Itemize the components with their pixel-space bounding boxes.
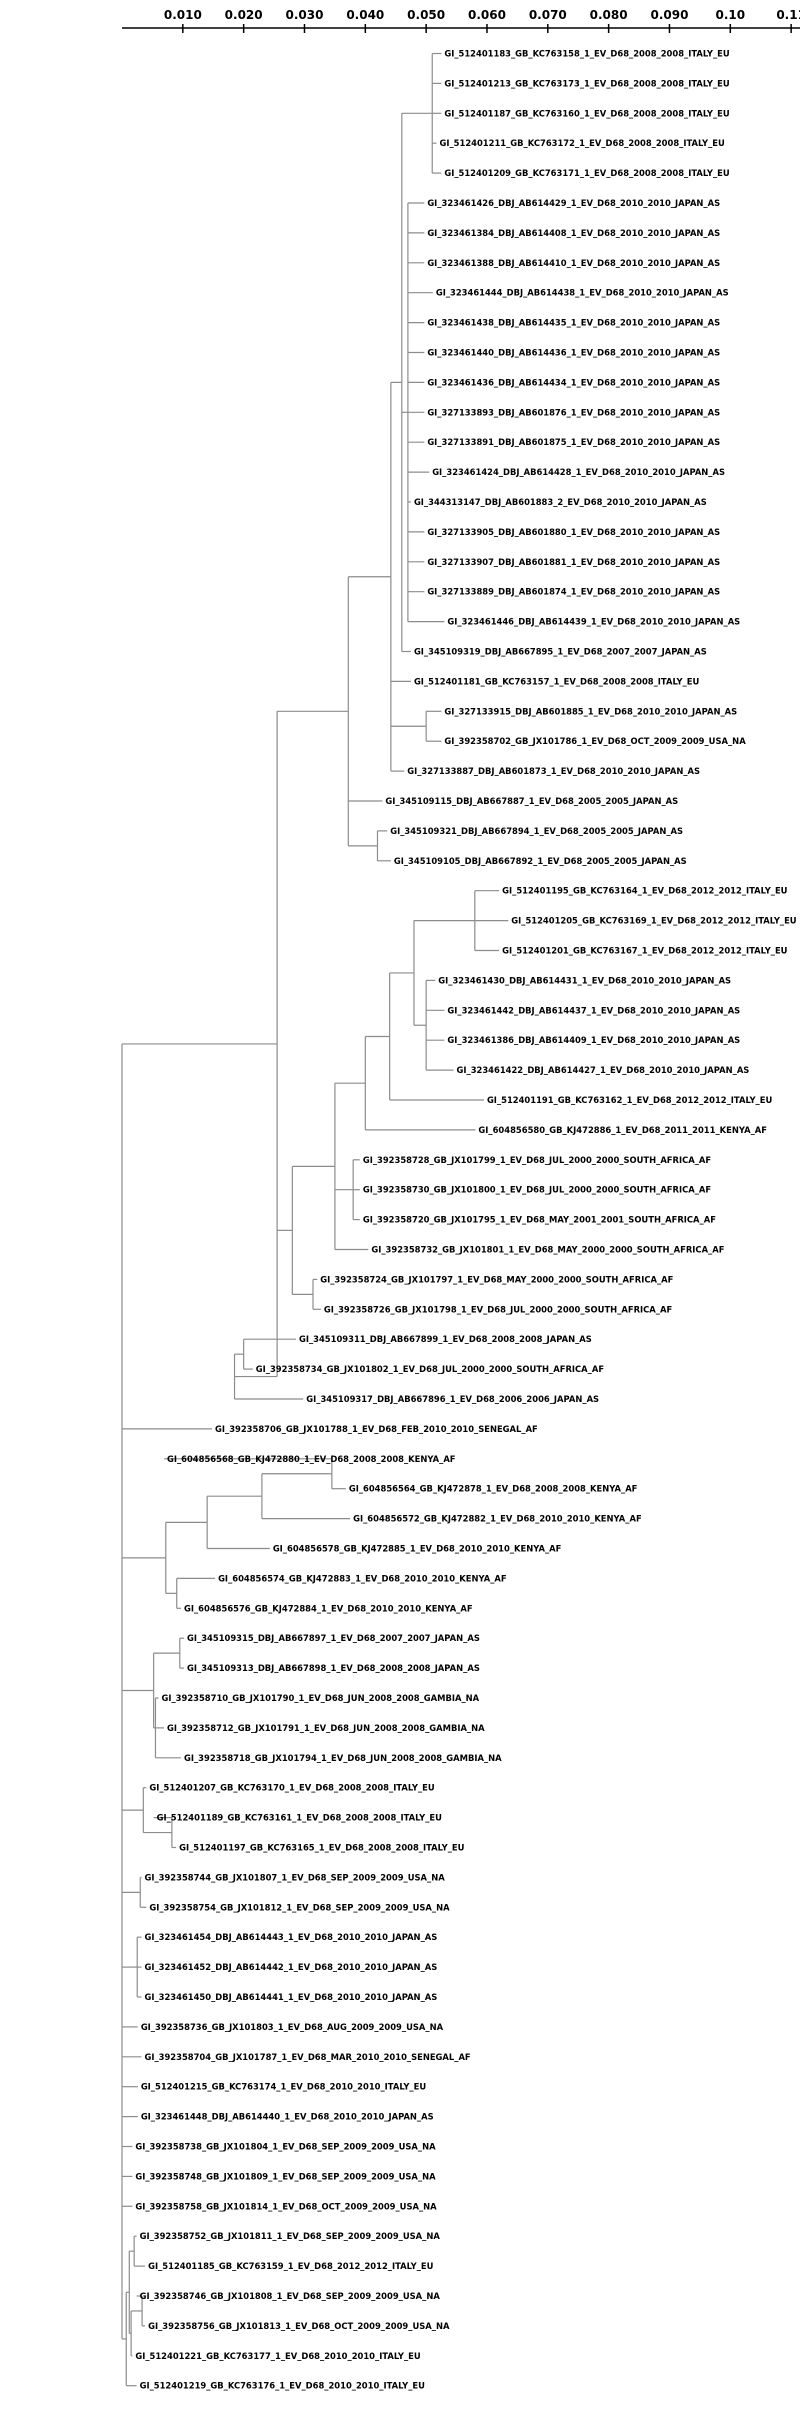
axis-tick-label: 0.10 <box>715 8 745 22</box>
leaf-label: GI_327133905_DBJ_AB601880_1_EV_D68_2010_… <box>427 527 720 537</box>
leaf-label: GI_323461440_DBJ_AB614436_1_EV_D68_2010_… <box>427 348 720 358</box>
leaf-label: GI_512401181_GB_KC763157_1_EV_D68_2008_2… <box>414 676 700 686</box>
leaf-label: GI_323461438_DBJ_AB614435_1_EV_D68_2010_… <box>427 318 720 328</box>
leaf-label: GI_512401185_GB_KC763159_1_EV_D68_2012_2… <box>148 2261 434 2271</box>
leaf-label: GI_345109317_DBJ_AB667896_1_EV_D68_2006_… <box>306 1394 599 1404</box>
leaf-label: GI_323461442_DBJ_AB614437_1_EV_D68_2010_… <box>447 1005 740 1015</box>
leaf-label: GI_323461384_DBJ_AB614408_1_EV_D68_2010_… <box>427 228 720 238</box>
leaf-label: GI_327133893_DBJ_AB601876_1_EV_D68_2010_… <box>427 407 720 417</box>
leaf-label: GI_323461446_DBJ_AB614439_1_EV_D68_2010_… <box>447 617 740 627</box>
leaf-label: GI_323461430_DBJ_AB614431_1_EV_D68_2010_… <box>438 975 731 985</box>
scale-axis: 0.010 0.020 0.030 0.040 0.050 0.060 0.070 0.080… <box>122 8 800 33</box>
leaf-label: GI_323461386_DBJ_AB614409_1_EV_D68_2010_… <box>447 1035 740 1045</box>
leaf-label: GI_327133891_DBJ_AB601875_1_EV_D68_2010_… <box>427 437 720 447</box>
leaf-label: GI_392358756_GB_JX101813_1_EV_D68_OCT_20… <box>148 2321 450 2331</box>
leaf-label: GI_392358726_GB_JX101798_1_EV_D68_JUL_20… <box>324 1304 673 1314</box>
leaf-label: GI_604856576_GB_KJ472884_1_EV_D68_2010_2… <box>184 1603 473 1613</box>
leaf-label: GI_323461452_DBJ_AB614442_1_EV_D68_2010_… <box>144 1962 437 1972</box>
leaf-label: GI_392358734_GB_JX101802_1_EV_D68_JUL_20… <box>256 1364 605 1374</box>
leaf-label: GI_512401221_GB_KC763177_1_EV_D68_2010_2… <box>135 2351 421 2361</box>
leaf-label: GI_345109319_DBJ_AB667895_1_EV_D68_2007_… <box>414 647 707 657</box>
leaf-label: GI_512401197_GB_KC763165_1_EV_D68_2008_2… <box>179 1843 465 1853</box>
axis-tick-label: 0.11 <box>776 8 800 22</box>
leaf-label: GI_323461436_DBJ_AB614434_1_EV_D68_2010_… <box>427 377 720 387</box>
leaf-label: GI_512401191_GB_KC763162_1_EV_D68_2012_2… <box>487 1095 773 1105</box>
leaf-label: GI_327133887_DBJ_AB601873_1_EV_D68_2010_… <box>407 766 700 776</box>
leaf-label: GI_323461424_DBJ_AB614428_1_EV_D68_2010_… <box>432 467 725 477</box>
leaf-label: GI_392358702_GB_JX101786_1_EV_D68_OCT_20… <box>444 736 746 746</box>
leaf-label: GI_323461388_DBJ_AB614410_1_EV_D68_2010_… <box>427 258 720 268</box>
leaf-label: GI_512401201_GB_KC763167_1_EV_D68_2012_2… <box>502 946 788 956</box>
leaf-label: GI_512401215_GB_KC763174_1_EV_D68_2010_2… <box>141 2082 427 2092</box>
leaf-label: GI_604856568_GB_KJ472880_1_EV_D68_2008_2… <box>167 1454 456 1464</box>
leaf-label: GI_327133915_DBJ_AB601885_1_EV_D68_2010_… <box>444 706 737 716</box>
leaf-label: GI_323461422_DBJ_AB614427_1_EV_D68_2010_… <box>457 1065 750 1075</box>
leaf-label: GI_392358752_GB_JX101811_1_EV_D68_SEP_20… <box>140 2231 441 2241</box>
axis-tick-label: 0.010 <box>164 8 202 22</box>
leaf-label: GI_512401207_GB_KC763170_1_EV_D68_2008_2… <box>149 1783 435 1793</box>
leaf-label: GI_512401205_GB_KC763169_1_EV_D68_2012_2… <box>511 916 797 926</box>
leaf-label: GI_392358736_GB_JX101803_1_EV_D68_AUG_20… <box>141 2022 444 2032</box>
leaf-label: GI_392358758_GB_JX101814_1_EV_D68_OCT_20… <box>135 2201 437 2211</box>
leaf-label: GI_392358704_GB_JX101787_1_EV_D68_MAR_20… <box>144 2052 470 2062</box>
leaf-label: GI_323461448_DBJ_AB614440_1_EV_D68_2010_… <box>141 2112 434 2122</box>
axis-tick-label: 0.020 <box>225 8 263 22</box>
leaf-label: GI_604856574_GB_KJ472883_1_EV_D68_2010_2… <box>218 1573 507 1583</box>
axis-tick-label: 0.030 <box>286 8 324 22</box>
leaf-label: GI_512401219_GB_KC763176_1_EV_D68_2010_2… <box>140 2381 426 2391</box>
leaf-label: GI_345109321_DBJ_AB667894_1_EV_D68_2005_… <box>390 826 683 836</box>
axis-tick-label: 0.040 <box>346 8 384 22</box>
leaf-label: GI_392358732_GB_JX101801_1_EV_D68_MAY_20… <box>371 1245 724 1255</box>
leaf-label: GI_604856578_GB_KJ472885_1_EV_D68_2010_2… <box>273 1544 562 1554</box>
leaf-label: GI_512401183_GB_KC763158_1_EV_D68_2008_2… <box>444 49 730 59</box>
axis-tick-label: 0.070 <box>529 8 567 22</box>
leaf-label: GI_327133889_DBJ_AB601874_1_EV_D68_2010_… <box>427 587 720 597</box>
leaf-label: GI_345109315_DBJ_AB667897_1_EV_D68_2007_… <box>187 1633 480 1643</box>
axis-tick-label: 0.050 <box>407 8 445 22</box>
leaf-label: GI_604856572_GB_KJ472882_1_EV_D68_2010_2… <box>353 1514 642 1524</box>
leaf-label: GI_392358728_GB_JX101799_1_EV_D68_JUL_20… <box>363 1155 712 1165</box>
leaf-label: GI_392358744_GB_JX101807_1_EV_D68_SEP_20… <box>144 1872 445 1882</box>
leaf-label: GI_392358746_GB_JX101808_1_EV_D68_SEP_20… <box>140 2291 441 2301</box>
leaf-label: GI_392358754_GB_JX101812_1_EV_D68_SEP_20… <box>149 1902 450 1912</box>
leaf-label: GI_392358738_GB_JX101804_1_EV_D68_SEP_20… <box>135 2142 436 2152</box>
leaf-label: GI_512401187_GB_KC763160_1_EV_D68_2008_2… <box>444 108 730 118</box>
leaf-label: GI_344313147_DBJ_AB601883_2_EV_D68_2010_… <box>414 497 707 507</box>
leaf-label: GI_392358720_GB_JX101795_1_EV_D68_MAY_20… <box>363 1215 716 1225</box>
leaf-label: GI_323461444_DBJ_AB614438_1_EV_D68_2010_… <box>436 288 729 298</box>
axis-tick-label: 0.080 <box>590 8 628 22</box>
leaf-label: GI_392358710_GB_JX101790_1_EV_D68_JUN_20… <box>161 1693 479 1703</box>
axis-tick-label: 0.090 <box>650 8 688 22</box>
leaf-label: GI_345109313_DBJ_AB667898_1_EV_D68_2008_… <box>187 1663 480 1673</box>
leaf-label: GI_323461454_DBJ_AB614443_1_EV_D68_2010_… <box>144 1932 437 1942</box>
leaf-label: GI_392358706_GB_JX101788_1_EV_D68_FEB_20… <box>215 1424 538 1434</box>
leaf-label: GI_512401189_GB_KC763161_1_EV_D68_2008_2… <box>157 1813 443 1823</box>
leaf-label: GI_392358730_GB_JX101800_1_EV_D68_JUL_20… <box>363 1185 712 1195</box>
leaf-label: GI_345109105_DBJ_AB667892_1_EV_D68_2005_… <box>394 856 687 866</box>
axis-tick-label: 0.060 <box>468 8 506 22</box>
leaf-label: GI_512401195_GB_KC763164_1_EV_D68_2012_2… <box>502 886 788 896</box>
leaf-label: GI_327133907_DBJ_AB601881_1_EV_D68_2010_… <box>427 557 720 567</box>
leaf-labels: GI_512401183_GB_KC763158_1_EV_D68_2008_2… <box>135 49 796 2391</box>
leaf-label: GI_392358718_GB_JX101794_1_EV_D68_JUN_20… <box>184 1753 502 1763</box>
leaf-label: GI_323461450_DBJ_AB614441_1_EV_D68_2010_… <box>144 1992 437 2002</box>
leaf-label: GI_392358724_GB_JX101797_1_EV_D68_MAY_20… <box>320 1274 673 1284</box>
leaf-label: GI_604856580_GB_KJ472886_1_EV_D68_2011_2… <box>478 1125 767 1135</box>
leaf-label: GI_392358748_GB_JX101809_1_EV_D68_SEP_20… <box>135 2171 436 2181</box>
leaf-label: GI_392358712_GB_JX101791_1_EV_D68_JUN_20… <box>167 1723 485 1733</box>
leaf-label: GI_345109311_DBJ_AB667899_1_EV_D68_2008_… <box>299 1334 592 1344</box>
leaf-label: GI_512401209_GB_KC763171_1_EV_D68_2008_2… <box>444 168 730 178</box>
leaf-label: GI_323461426_DBJ_AB614429_1_EV_D68_2010_… <box>427 198 720 208</box>
tree-branches <box>121 52 509 2387</box>
leaf-label: GI_512401211_GB_KC763172_1_EV_D68_2008_2… <box>439 138 725 148</box>
leaf-label: GI_512401213_GB_KC763173_1_EV_D68_2008_2… <box>444 78 730 88</box>
leaf-label: GI_345109115_DBJ_AB667887_1_EV_D68_2005_… <box>385 796 678 806</box>
leaf-label: GI_604856564_GB_KJ472878_1_EV_D68_2008_2… <box>349 1484 638 1494</box>
